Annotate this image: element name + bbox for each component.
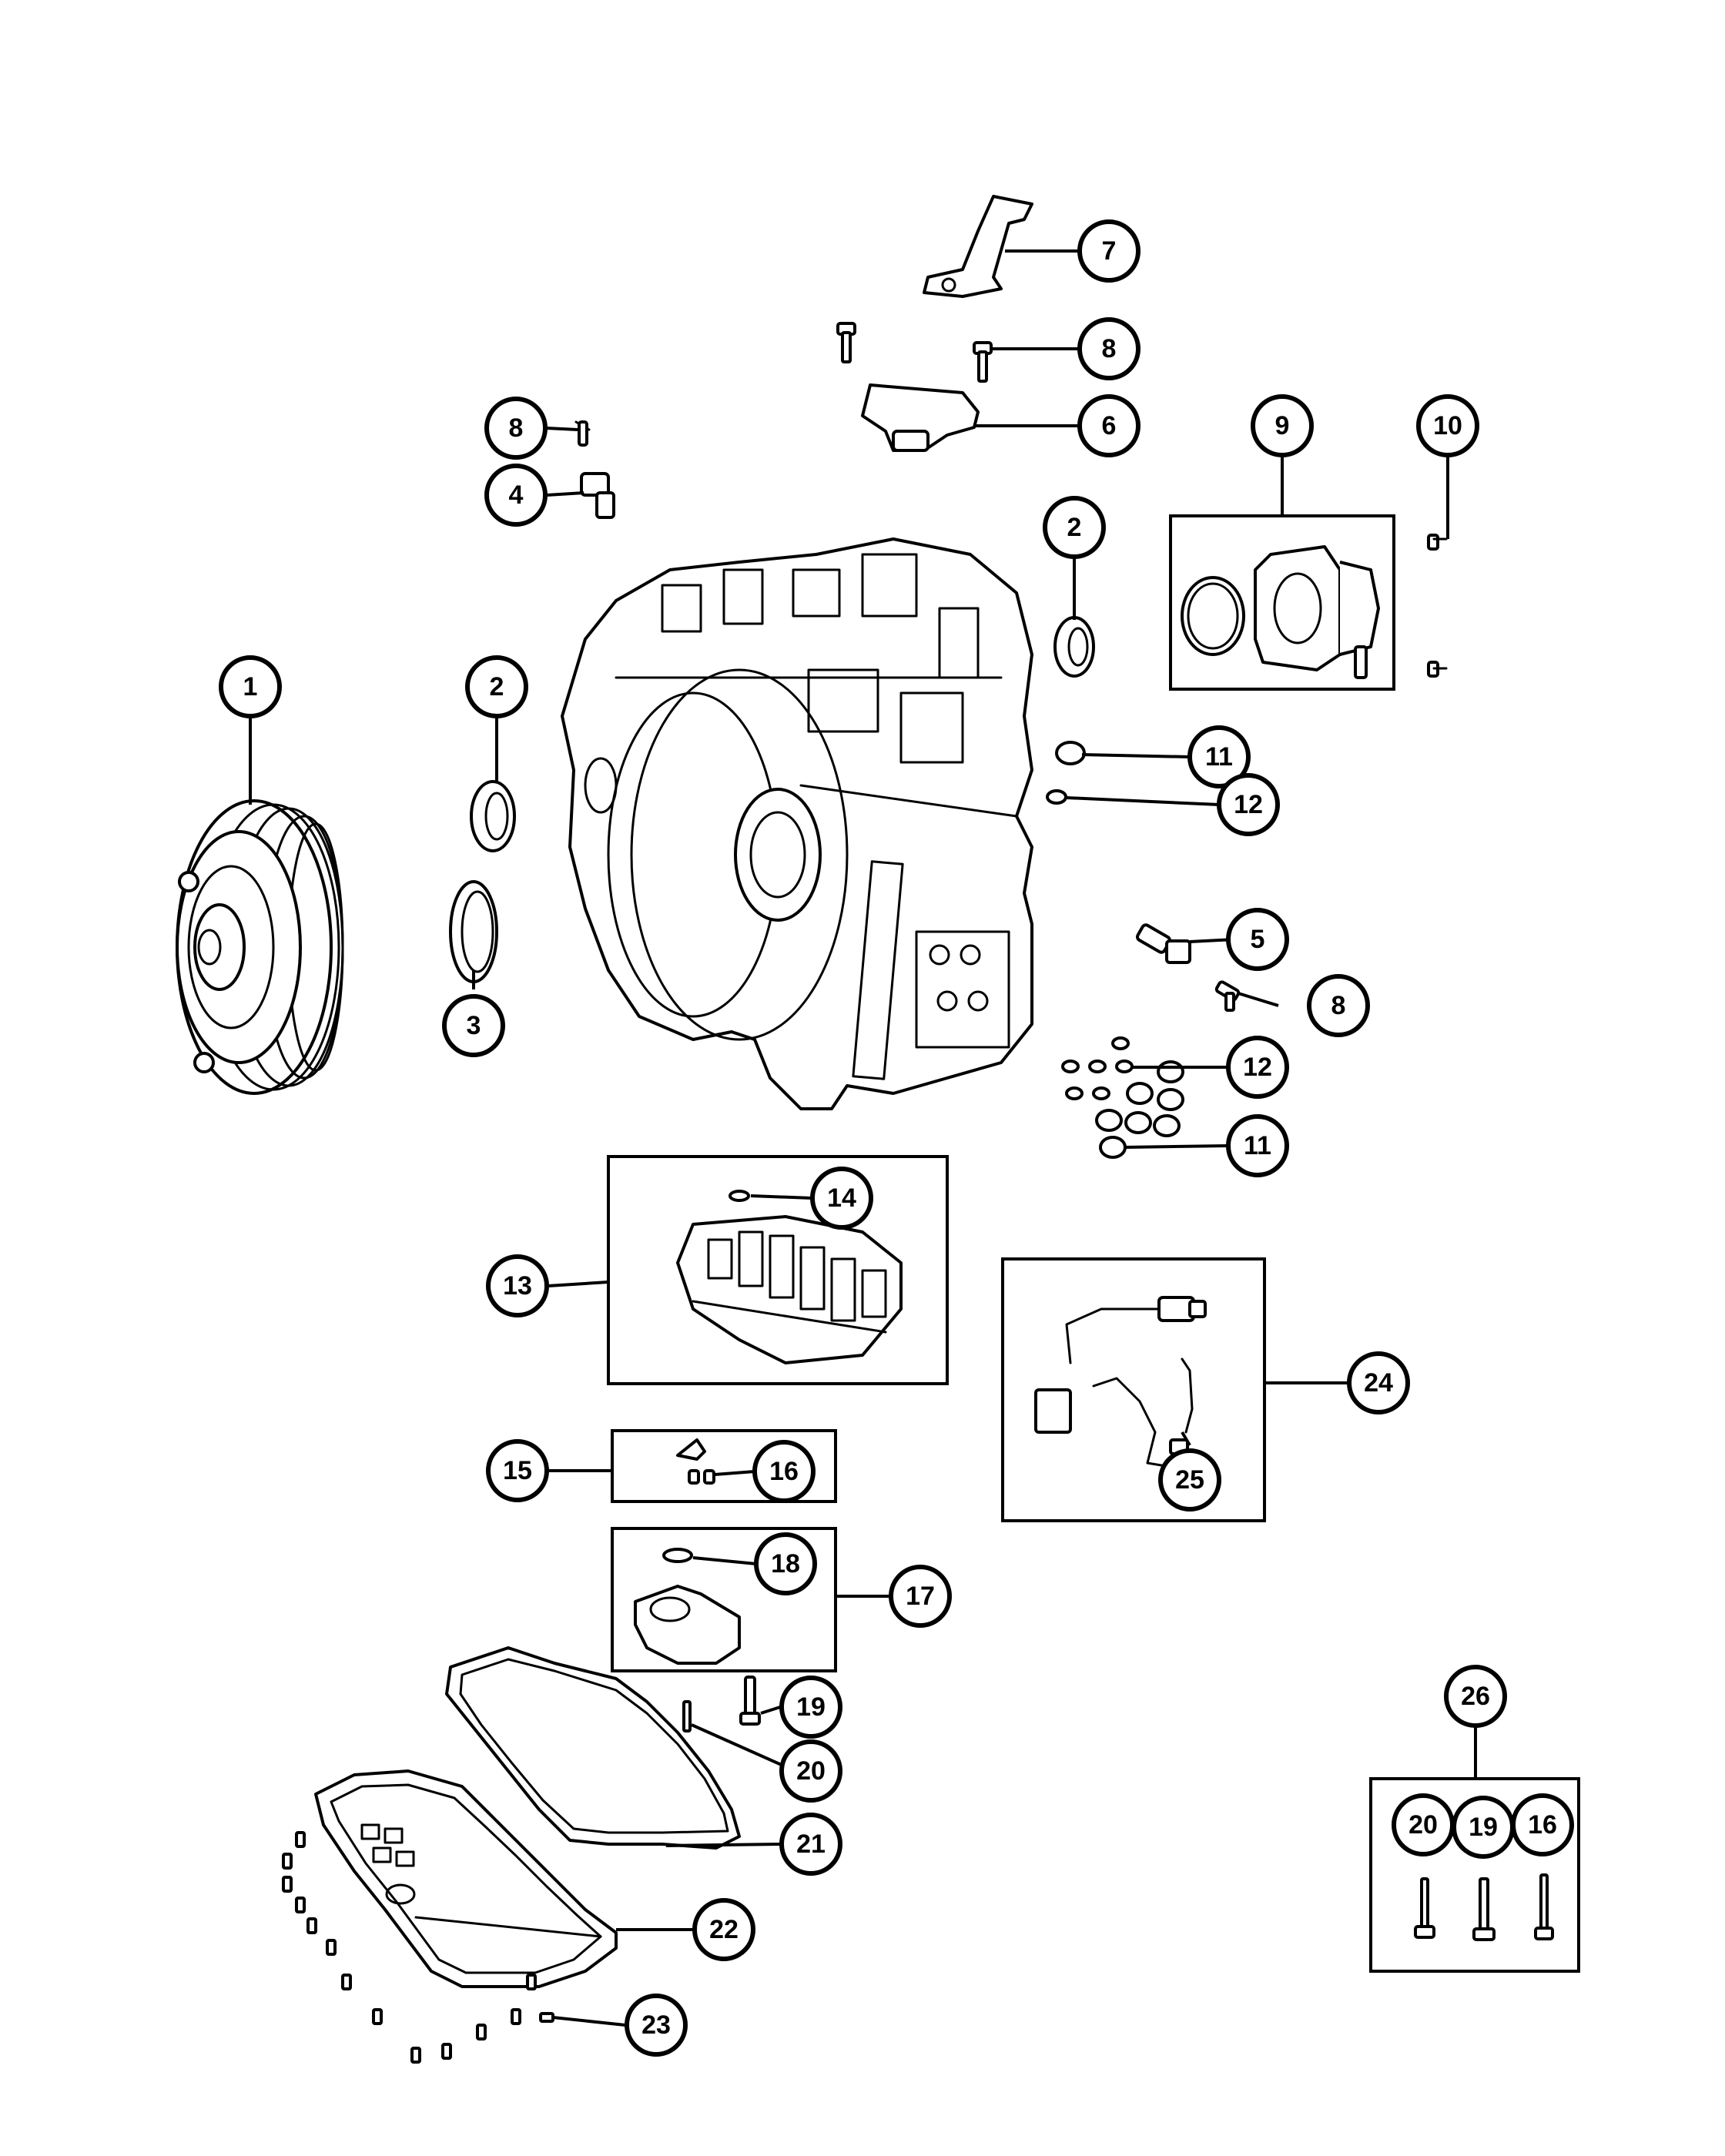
callout-10: 10 xyxy=(1416,394,1479,457)
callout-25: 25 xyxy=(1158,1448,1221,1512)
callout-19b: 19 xyxy=(1452,1796,1515,1859)
callout-6: 6 xyxy=(1077,394,1141,457)
callout-19a-label: 19 xyxy=(796,1692,826,1722)
callout-8c-label: 8 xyxy=(1331,991,1346,1020)
callout-3: 3 xyxy=(442,994,505,1057)
callout-1-label: 1 xyxy=(243,672,258,701)
callout-5-label: 5 xyxy=(1251,925,1265,954)
callout-12b-label: 12 xyxy=(1243,1053,1272,1082)
callout-3-label: 3 xyxy=(467,1011,481,1040)
callout-15: 15 xyxy=(486,1439,549,1502)
callout-9-label: 9 xyxy=(1275,411,1290,440)
o-ring-18 xyxy=(662,1548,693,1563)
callout-8b-label: 8 xyxy=(509,413,524,443)
callout-12a: 12 xyxy=(1217,773,1280,836)
callout-20b-label: 20 xyxy=(1408,1810,1438,1840)
callout-6-label: 6 xyxy=(1102,411,1117,440)
transmission-case xyxy=(561,537,1033,1110)
bolt-8-left xyxy=(574,420,591,447)
callout-11a: 11 xyxy=(1187,725,1251,788)
callout-11b-label: 11 xyxy=(1244,1131,1271,1160)
callout-20a-label: 20 xyxy=(796,1756,826,1786)
callout-13: 13 xyxy=(486,1254,549,1317)
callout-23-label: 23 xyxy=(641,2010,671,2040)
bolts-8-top xyxy=(836,322,993,383)
o-ring-14 xyxy=(729,1190,750,1202)
callout-4: 4 xyxy=(484,464,548,527)
speed-sensor-4 xyxy=(580,472,615,519)
callout-16a: 16 xyxy=(752,1440,816,1503)
callout-20b: 20 xyxy=(1392,1793,1455,1856)
callout-18-label: 18 xyxy=(771,1549,800,1578)
callout-22-label: 22 xyxy=(709,1915,739,1944)
callout-5: 5 xyxy=(1226,908,1289,971)
callout-16b-label: 16 xyxy=(1528,1810,1557,1840)
callout-20a: 20 xyxy=(779,1739,842,1803)
callout-8c: 8 xyxy=(1307,974,1370,1037)
valve-body-13 xyxy=(607,1155,949,1385)
sensor-5 xyxy=(1136,923,1191,964)
callout-16b: 16 xyxy=(1511,1793,1574,1856)
callout-17: 17 xyxy=(889,1565,952,1628)
callout-1: 1 xyxy=(219,655,282,718)
callout-13-label: 13 xyxy=(503,1271,532,1301)
plugs-11-cluster xyxy=(1095,1060,1184,1159)
callout-9: 9 xyxy=(1251,394,1314,457)
callout-14-label: 14 xyxy=(827,1183,856,1213)
callout-24-label: 24 xyxy=(1364,1368,1393,1398)
callout-21: 21 xyxy=(779,1813,842,1876)
o-rings-12-cluster xyxy=(1061,1036,1134,1100)
callout-10-label: 10 xyxy=(1433,411,1462,440)
oil-pan-22 xyxy=(314,1769,618,1988)
callout-19a: 19 xyxy=(779,1676,842,1739)
callout-17-label: 17 xyxy=(906,1582,935,1611)
callout-26-label: 26 xyxy=(1461,1682,1490,1711)
callout-15-label: 15 xyxy=(503,1456,532,1485)
wiring-harness-24 xyxy=(1001,1257,1266,1522)
callout-25-label: 25 xyxy=(1175,1465,1204,1495)
callout-11b: 11 xyxy=(1226,1114,1289,1177)
callout-4-label: 4 xyxy=(509,480,524,510)
callout-21-label: 21 xyxy=(796,1830,826,1859)
callout-8a-label: 8 xyxy=(1102,334,1117,363)
range-sensor-6 xyxy=(861,383,980,452)
callout-18: 18 xyxy=(754,1532,817,1595)
callout-19b-label: 19 xyxy=(1469,1813,1498,1842)
callout-7: 7 xyxy=(1077,219,1141,283)
cooler-assembly-9 xyxy=(1169,514,1395,691)
plug-11-top xyxy=(1055,741,1086,765)
callout-24: 24 xyxy=(1347,1351,1410,1414)
callout-7-label: 7 xyxy=(1102,236,1117,266)
callout-8b: 8 xyxy=(484,397,548,460)
seal-3 xyxy=(449,880,498,983)
seal-2-left xyxy=(470,780,516,852)
callout-2b-label: 2 xyxy=(1067,513,1082,542)
filter-17 xyxy=(611,1527,837,1672)
bracket-7 xyxy=(923,195,1033,298)
pan-bolts-23 xyxy=(282,1831,554,2064)
bolts-10 xyxy=(1427,534,1448,678)
seal-2-right xyxy=(1053,616,1095,678)
callout-22: 22 xyxy=(692,1898,755,1961)
callout-11a-label: 11 xyxy=(1205,742,1233,772)
bracket-15 xyxy=(611,1429,837,1503)
callout-2b: 2 xyxy=(1043,496,1106,559)
torque-converter xyxy=(176,799,344,1095)
callout-12a-label: 12 xyxy=(1234,790,1263,819)
bolt-19 xyxy=(739,1676,761,1726)
callout-16a-label: 16 xyxy=(769,1457,799,1486)
callout-2a: 2 xyxy=(465,655,528,718)
callout-12b: 12 xyxy=(1226,1036,1289,1099)
callout-26: 26 xyxy=(1444,1665,1507,1728)
bolt-8-right xyxy=(1214,980,1241,1012)
callout-14: 14 xyxy=(810,1167,873,1230)
bolt-20 xyxy=(682,1700,692,1732)
callout-2a-label: 2 xyxy=(490,672,504,701)
callout-8a: 8 xyxy=(1077,317,1141,380)
gasket-21 xyxy=(445,1646,741,1850)
callout-23: 23 xyxy=(625,1994,688,2057)
o-ring-12-top xyxy=(1046,789,1067,805)
